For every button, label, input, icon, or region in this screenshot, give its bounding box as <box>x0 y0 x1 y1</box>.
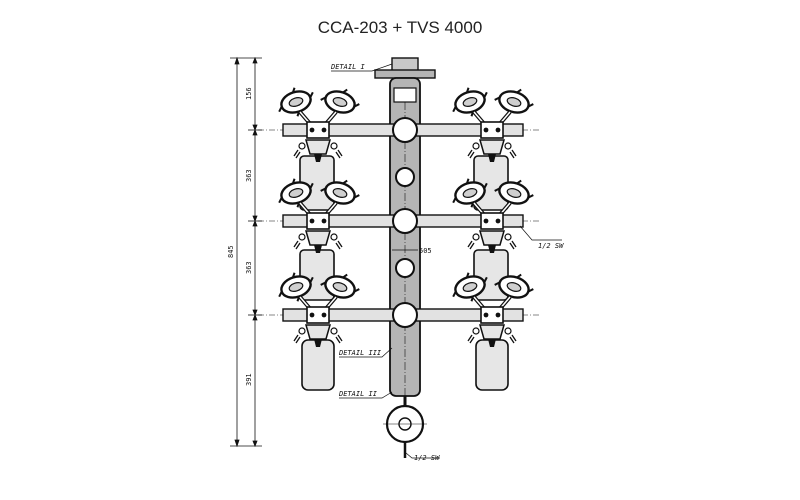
dim-seg-top: 156 <box>245 87 253 100</box>
drawing-title: CCA-203 + TVS 4000 <box>317 18 483 37</box>
pipe-ports <box>392 117 418 328</box>
valve-assembly-right-1 <box>448 83 537 162</box>
dimension-chain <box>230 56 262 448</box>
label-center-dim: 505 <box>419 247 432 255</box>
label-detail-1: DETAIL I <box>330 63 366 71</box>
valve-assembly-left-1 <box>274 83 363 162</box>
label-pipe-size-right: 1/2 SW <box>538 242 564 250</box>
label-detail-3: DETAIL III <box>338 349 382 357</box>
label-detail-2: DETAIL II <box>338 390 378 398</box>
bottom-connection <box>383 396 427 458</box>
dim-seg-bottom: 391 <box>245 373 253 386</box>
label-pipe-size-bottom: 1/2 SW <box>414 454 440 462</box>
dim-overall: 845 <box>227 245 235 258</box>
dim-seg-2: 363 <box>245 169 253 182</box>
top-bracket <box>374 57 436 79</box>
dim-seg-3: 363 <box>245 261 253 274</box>
